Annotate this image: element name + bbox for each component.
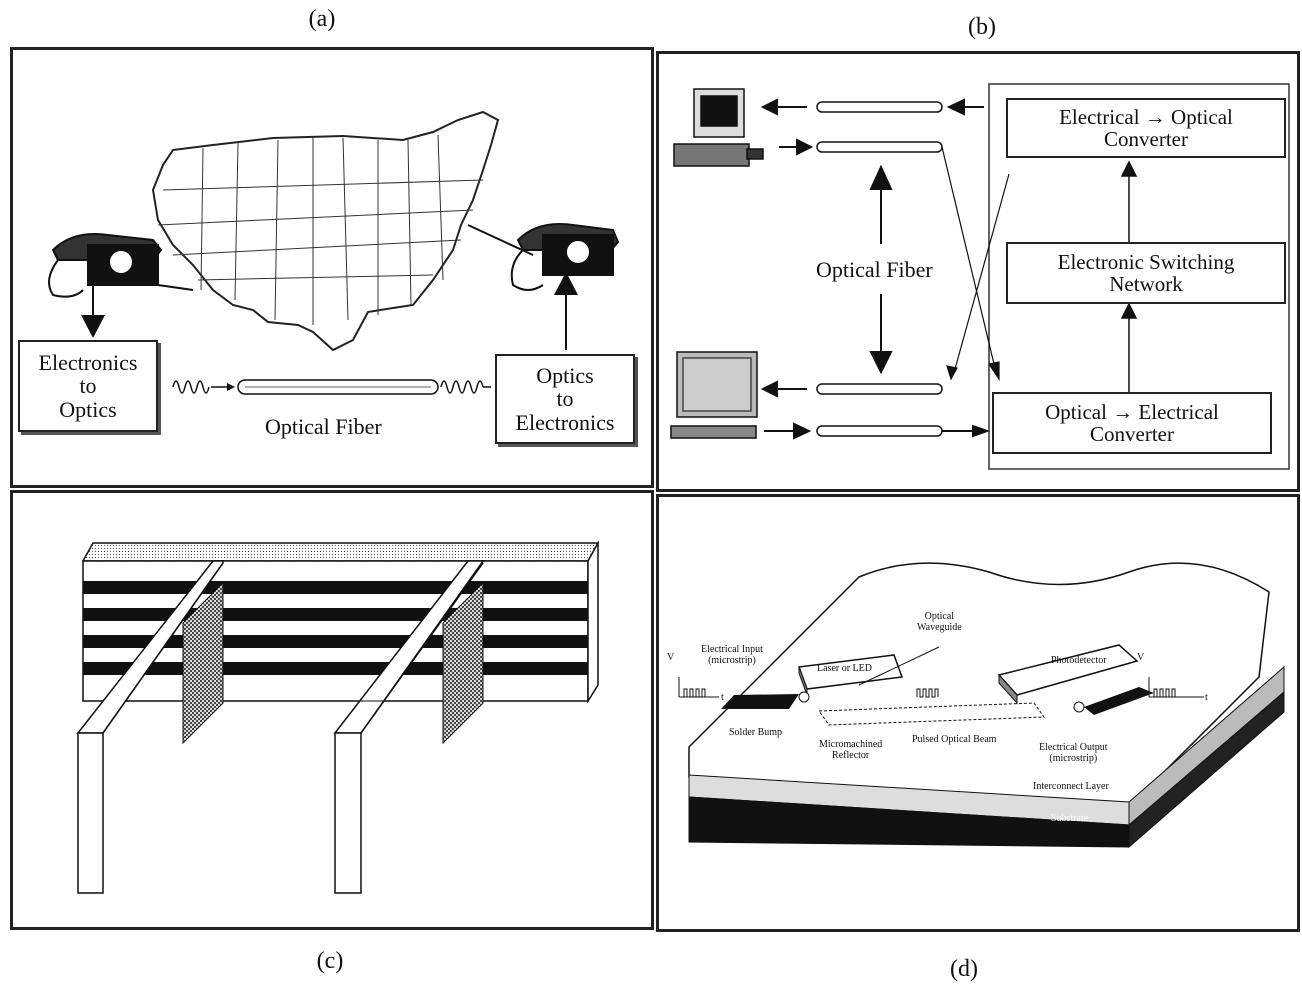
- t-symbol-left: t: [721, 693, 724, 704]
- box-left-line3: Optics: [59, 398, 116, 421]
- panel-c: [10, 490, 654, 930]
- waveguide-label-line2: Waveguide: [917, 623, 962, 634]
- box-right-line3: Electronics: [516, 411, 615, 434]
- monitor-icon: [671, 352, 757, 438]
- box-right-line2: to: [556, 387, 573, 410]
- waveguide-label-line1: Optical: [917, 612, 962, 623]
- electronic-switching-network-box: Electronic Switching Network: [1006, 242, 1286, 304]
- box-mid-line2: Network: [1109, 273, 1182, 295]
- optical-electrical-converter-box: Optical → Electrical Converter: [992, 392, 1272, 454]
- panel-label-d: (d): [934, 956, 994, 983]
- solder-bump-label: Solder Bump: [729, 728, 782, 739]
- box-top-line2: Converter: [1104, 128, 1188, 150]
- v-symbol-left: V: [667, 653, 674, 664]
- box-left-line2: to: [79, 374, 96, 397]
- input-label-line2: (microstrip): [701, 656, 763, 667]
- optical-waveguide-label: Optical Waveguide: [917, 612, 962, 633]
- panel-d-graphics: [659, 497, 1300, 932]
- box-bot-line1: Optical → Electrical: [1045, 401, 1219, 423]
- substrate-label: Substrate: [1051, 814, 1088, 825]
- signal-wave-left: [173, 381, 209, 393]
- box-mid-line1: Electronic Switching: [1058, 251, 1235, 273]
- us-map: [153, 112, 498, 350]
- box-top-line1: Electrical → Optical: [1059, 106, 1233, 128]
- box-right-line1: Optics: [536, 364, 593, 387]
- microstrip-input: [721, 694, 799, 709]
- input-label-line1: Electrical Input: [701, 645, 763, 656]
- output-label-line2: (microstrip): [1039, 754, 1108, 765]
- pulsed-beam-label: Pulsed Optical Beam: [912, 735, 996, 746]
- reflector-label-line1: Micromachined: [819, 740, 882, 751]
- telephone-right-icon: [468, 224, 618, 290]
- t-symbol-right: t: [1205, 693, 1208, 704]
- electrical-optical-converter-box: Electrical → Optical Converter: [1006, 98, 1286, 158]
- panel-a: Electronics to Optics Optics to Electron…: [10, 47, 654, 488]
- v-symbol-right: V: [1137, 653, 1144, 664]
- photodetector-label: Photodetector: [1051, 656, 1107, 667]
- laser-label: Laser or LED: [817, 664, 872, 675]
- reflector-label-line2: Reflector: [819, 751, 882, 762]
- panel-b: Electrical → Optical Converter Electroni…: [656, 51, 1300, 492]
- box-left-line1: Electronics: [39, 351, 138, 374]
- panel-label-c: (c): [300, 948, 360, 975]
- reflector-label: Micromachined Reflector: [819, 740, 882, 761]
- panel-label-b: (b): [952, 14, 1012, 41]
- electronics-to-optics-box: Electronics to Optics: [18, 340, 158, 432]
- board-top: [83, 543, 598, 561]
- electrical-input-label: Electrical Input (microstrip): [701, 645, 763, 666]
- box-bot-line2: Converter: [1090, 423, 1174, 445]
- fiber-label-b: Optical Fiber: [816, 257, 933, 283]
- panel-label-a: (a): [292, 6, 352, 33]
- optics-to-electronics-box: Optics to Electronics: [495, 354, 635, 444]
- panel-d: Optical Waveguide Electrical Input (micr…: [656, 494, 1300, 932]
- fiber-label-a: Optical Fiber: [265, 414, 382, 440]
- output-label-line1: Electrical Output: [1039, 743, 1108, 754]
- panel-c-graphics: [13, 493, 654, 930]
- computer-icon: [674, 89, 763, 166]
- signal-wave-right: [441, 381, 483, 393]
- electrical-output-label: Electrical Output (microstrip): [1039, 743, 1108, 764]
- interconnect-label: Interconnect Layer: [1033, 782, 1109, 793]
